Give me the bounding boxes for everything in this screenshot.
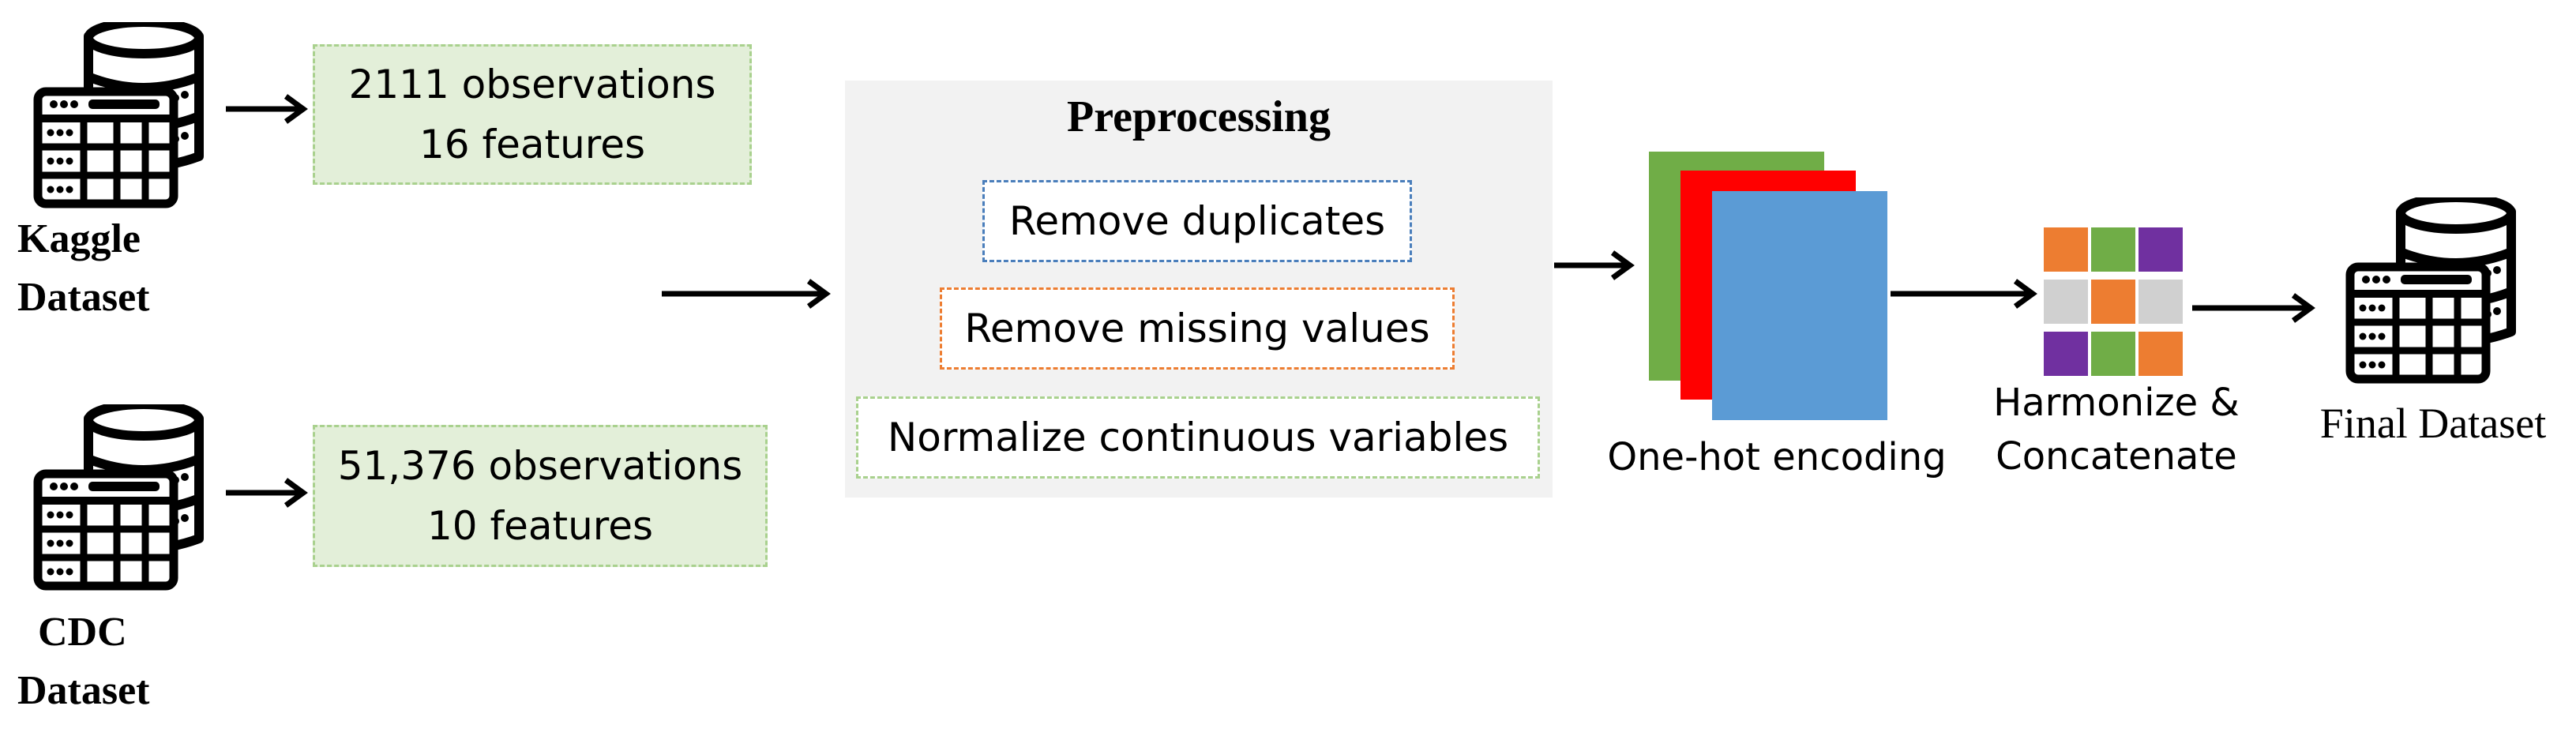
remove-duplicates-step: Remove duplicates (982, 180, 1412, 262)
grid-tile (2044, 332, 2088, 376)
cdc-database-icon (17, 404, 223, 594)
kaggle-to-summary-arrow (226, 94, 308, 124)
to-encoding-arrow (1554, 250, 1635, 280)
preprocessing-panel: Preprocessing Remove duplicates Remove m… (845, 81, 1553, 498)
remove-missing-values-step: Remove missing values (940, 287, 1455, 370)
cdc-observations: 51,376 observations (337, 443, 743, 489)
grid-tile (2044, 280, 2088, 324)
normalize-continuous-step: Normalize continuous variables (856, 396, 1540, 479)
cdc-to-summary-arrow (226, 478, 308, 508)
harmonize-label: Harmonize & Concatenate (1993, 381, 2240, 479)
final-database-icon (2330, 197, 2535, 387)
encoding-layer-blue (1712, 191, 1887, 420)
kaggle-features: 16 features (419, 122, 646, 167)
harmonize-grid (2044, 227, 2183, 382)
kaggle-summary-box: 2111 observations 16 features (313, 44, 752, 185)
kaggle-observations: 2111 observations (348, 62, 716, 107)
grid-tile (2044, 227, 2088, 272)
grid-tile (2139, 332, 2183, 376)
cdc-summary-box: 51,376 observations 10 features (313, 425, 768, 567)
one-hot-encoding-label: One-hot encoding (1607, 435, 1947, 479)
cdc-features: 10 features (426, 503, 654, 549)
grid-tile (2091, 227, 2135, 272)
kaggle-dataset-label: Kaggle Dataset (17, 216, 150, 320)
to-preprocessing-arrow (662, 279, 831, 309)
grid-tile (2139, 280, 2183, 324)
grid-tile (2139, 227, 2183, 272)
preprocessing-title: Preprocessing (1067, 92, 1331, 141)
cdc-dataset-label: CDC Dataset (17, 610, 150, 713)
kaggle-database-icon (17, 22, 223, 212)
to-harmonize-arrow (1891, 279, 2037, 309)
final-dataset-label: Final Dataset (2319, 400, 2547, 447)
grid-tile (2091, 280, 2135, 324)
to-final-arrow (2192, 293, 2315, 323)
grid-tile (2091, 332, 2135, 376)
